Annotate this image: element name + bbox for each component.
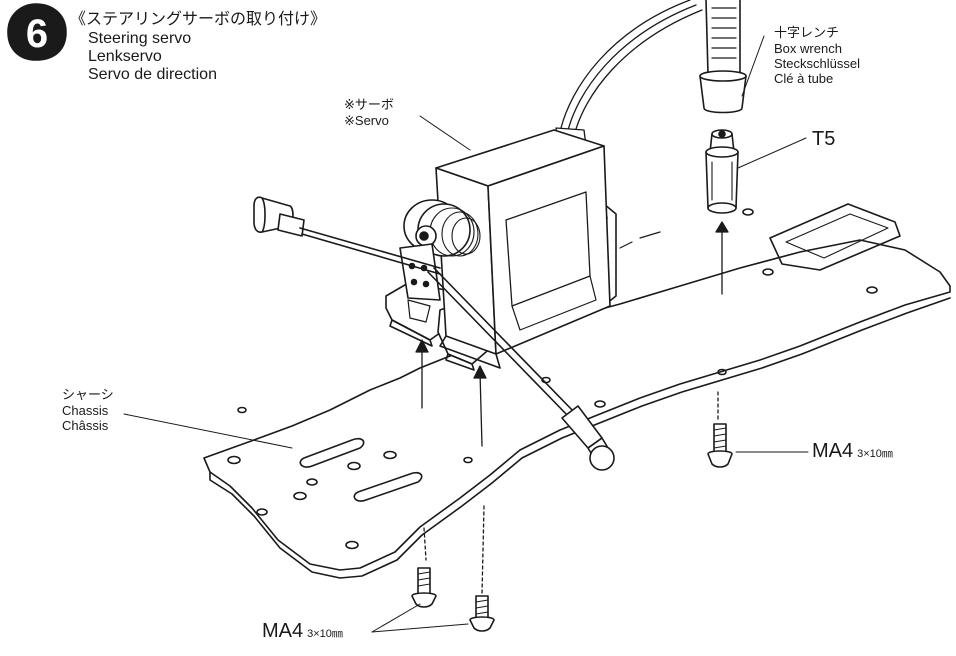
steering-rod (253, 196, 441, 275)
chassis-plate (203, 203, 951, 579)
t5-install-guide (715, 221, 729, 295)
chassis-label-fr: Châssis (62, 418, 109, 433)
screw-bottom-left (411, 567, 437, 608)
leader-lines (123, 35, 809, 633)
screw-bottom-code: MA4 (262, 620, 304, 642)
box-wrench-label-en: Box wrench (774, 41, 842, 56)
step-title-en: Steering servo (88, 30, 192, 47)
step-badge: 6 (7, 3, 67, 61)
chassis-label-en: Chassis (62, 403, 109, 418)
servo-label: ※サーボ ※Servo (344, 98, 394, 128)
chassis-label: シャーシ Chassis Châssis (62, 388, 114, 433)
box-wrench-label-fr: Clé à tube (774, 71, 834, 86)
screw-right-size: 3×10㎜ (857, 448, 893, 460)
servo-label-en: ※Servo (344, 113, 389, 128)
step-title-multilang: Steering servo Lenkservo Servo de direct… (88, 30, 217, 84)
t5-nut (705, 129, 739, 214)
servo-screw-guides (415, 339, 719, 595)
servo-horn (399, 199, 481, 301)
screw-bottom-right (469, 595, 495, 632)
step-number: 6 (26, 12, 48, 56)
step-title-jp: 《ステアリングサーボの取り付け》 (70, 9, 327, 28)
servo-label-jp: ※サーボ (344, 98, 394, 113)
t5-label: T5 (812, 128, 836, 150)
chassis-label-jp: シャーシ (62, 388, 114, 403)
screw-right-code: MA4 (812, 440, 854, 462)
step-title-de: Lenkservo (88, 48, 162, 65)
box-wrench-label-jp: 十字レンチ (774, 26, 840, 41)
box-wrench (699, 0, 747, 114)
box-wrench-label-de: Steckschlüssel (774, 56, 860, 71)
screw-bottom-size: 3×10㎜ (307, 628, 343, 640)
screwdriver (427, 267, 615, 471)
box-wrench-label: 十字レンチ Box wrench Steckschlüssel Clé à tu… (774, 26, 860, 86)
screw-right (707, 423, 733, 468)
servo-cable (555, 0, 703, 147)
step-title-fr: Servo de direction (88, 66, 217, 83)
